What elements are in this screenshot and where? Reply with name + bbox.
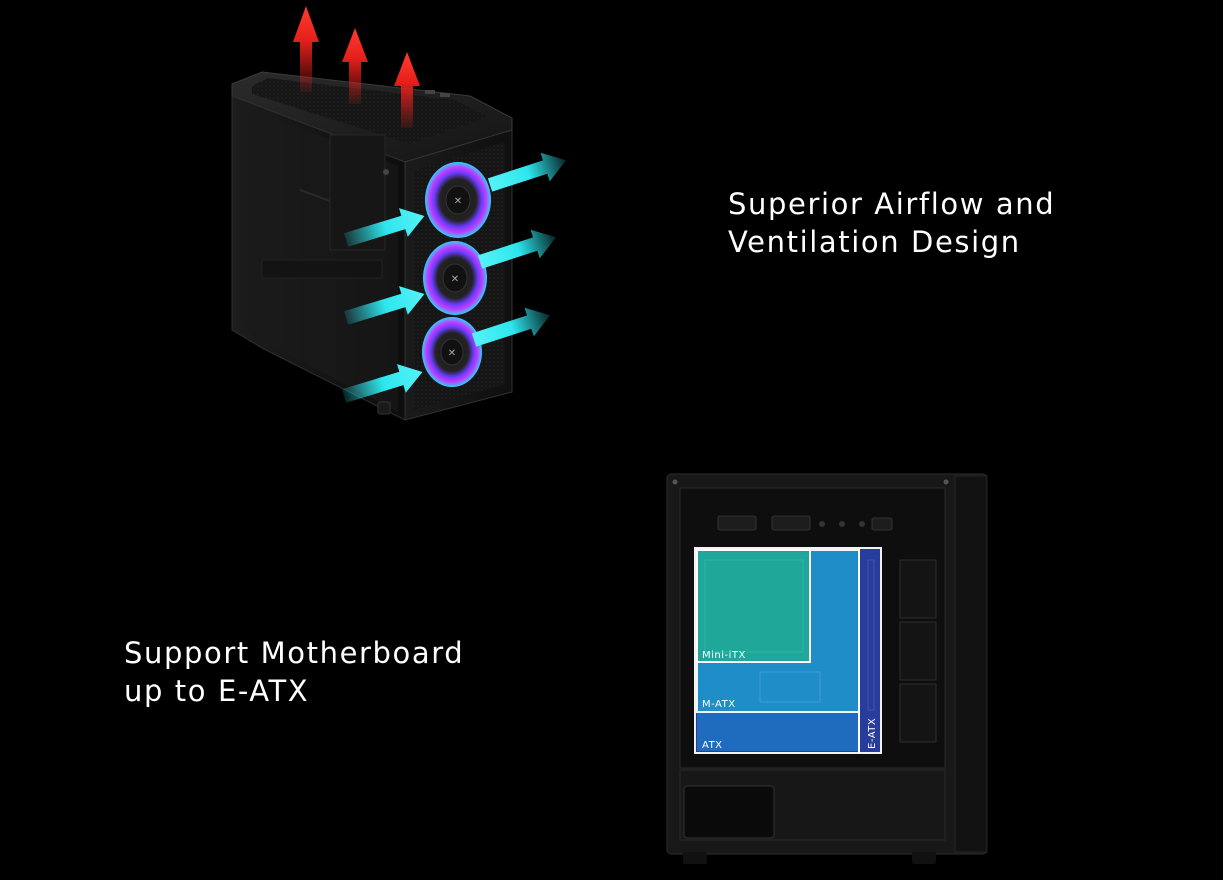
intake-arrow-icon: [343, 208, 425, 247]
svg-text:✕: ✕: [454, 196, 462, 207]
intake-arrow-icon: [487, 152, 567, 192]
exhaust-arrow-icon: [293, 6, 319, 92]
mb-label-e-atx: E-ATX: [867, 718, 878, 749]
case-front-edge: [954, 475, 988, 853]
exhaust-arrows: [293, 6, 420, 128]
mb-label-mini-itx: Mini-iTX: [702, 650, 746, 661]
airflow-heading-line2: Ventilation Design: [728, 225, 1021, 259]
case-psu-window: [683, 785, 775, 839]
intake-arrow-icon: [477, 229, 557, 269]
case-foot: [912, 852, 936, 864]
case-io-port: [425, 90, 435, 94]
case-top-mesh: [252, 78, 488, 144]
motherboard-heading-line2: up to E-ATX: [124, 674, 310, 708]
case-cutout: [771, 515, 811, 531]
exhaust-arrow-icon: [342, 28, 368, 104]
airflow-heading-line1: Superior Airflow and: [728, 187, 1056, 221]
mb-label-atx: ATX: [702, 740, 723, 751]
case-foot: [683, 852, 707, 864]
intake-arrows: [341, 152, 567, 403]
case-foot: [377, 401, 391, 415]
case-cutout: [871, 517, 893, 531]
motherboard-heading: Support Motherboard up to E-ATX: [124, 634, 464, 710]
case-fans: ✕ ✕ ✕: [422, 162, 491, 387]
case-drive-slot: [899, 559, 937, 619]
case-screw: [383, 169, 389, 175]
svg-text:✕: ✕: [451, 274, 459, 285]
motherboard-case-illustration: Mini-iTX M-ATX ATX E-ATX: [666, 473, 988, 864]
intake-arrow-icon: [343, 286, 425, 325]
case-io-port: [440, 93, 450, 97]
case-cutout: [717, 515, 757, 531]
motherboard-heading-line1: Support Motherboard: [124, 636, 465, 670]
exhaust-arrow-icon: [394, 52, 420, 128]
intake-arrow-icon: [471, 307, 551, 347]
intake-arrow-icon: [341, 364, 423, 403]
case-drive-slot: [899, 683, 937, 743]
case-drive-slot: [899, 621, 937, 681]
svg-text:✕: ✕: [448, 348, 456, 359]
case-interior-shroud: [261, 259, 383, 279]
mb-zone-mini-itx: [696, 549, 811, 663]
mb-label-m-atx: M-ATX: [702, 699, 736, 710]
airflow-case-illustration: ✕ ✕ ✕: [231, 71, 513, 421]
airflow-heading: Superior Airflow and Ventilation Design: [728, 185, 1055, 261]
